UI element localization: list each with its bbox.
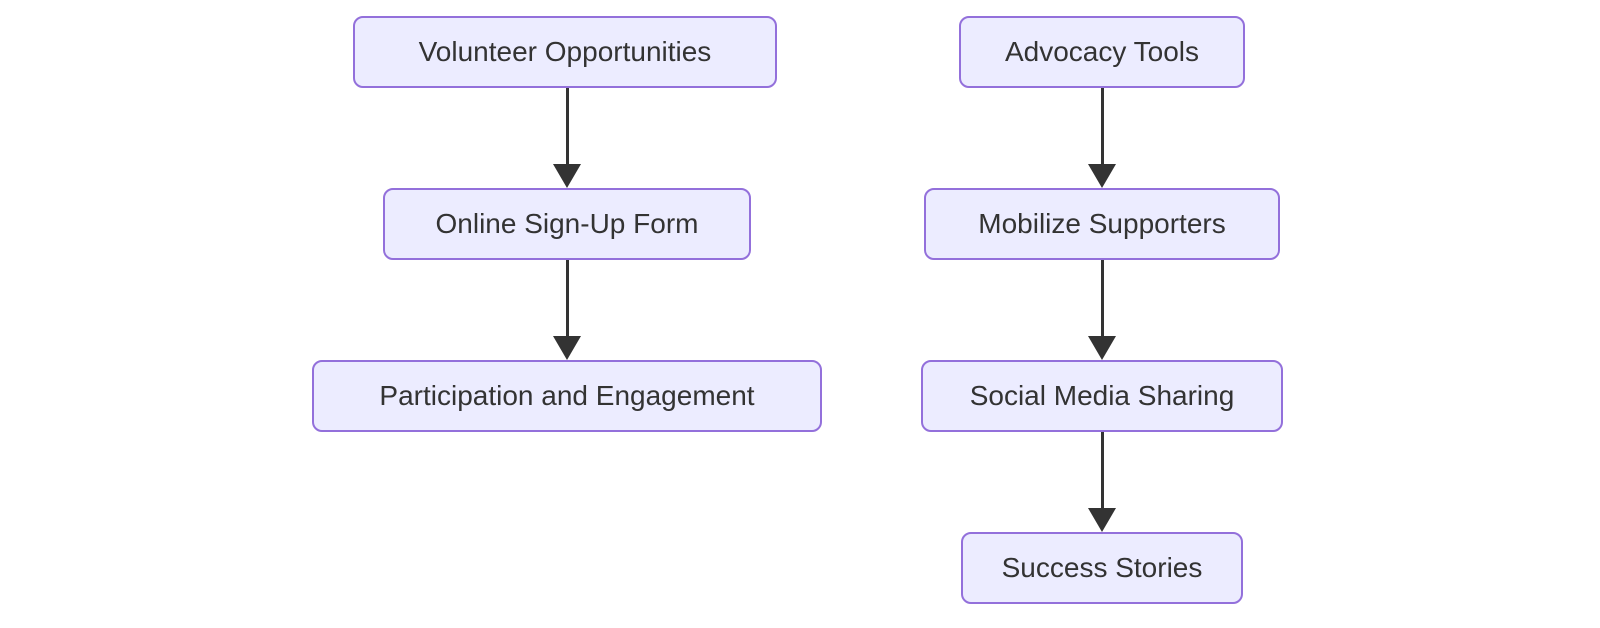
node-participation-and-engagement: Participation and Engagement [312, 360, 822, 432]
arrowhead-down-icon [1088, 508, 1116, 532]
node-mobilize-supporters: Mobilize Supporters [924, 188, 1280, 260]
arrowhead-down-icon [1088, 164, 1116, 188]
arrow-shaft [1100, 260, 1104, 336]
arrowhead-down-icon [553, 336, 581, 360]
arrow-shaft [565, 88, 569, 164]
arrow-advocacy-to-mobilize [1088, 88, 1116, 188]
arrow-signup-to-participation [553, 260, 581, 360]
node-label: Participation and Engagement [379, 380, 755, 411]
node-label: Success Stories [1001, 552, 1203, 583]
arrow-social-to-success [1088, 432, 1116, 532]
node-label: Mobilize Supporters [978, 208, 1226, 239]
node-online-sign-up-form: Online Sign-Up Form [383, 188, 751, 260]
arrow-volunteer-to-signup [553, 88, 581, 188]
node-label: Social Media Sharing [969, 380, 1235, 411]
arrow-shaft [1100, 88, 1104, 164]
node-label: Advocacy Tools [1004, 36, 1200, 67]
arrowhead-down-icon [553, 164, 581, 188]
arrow-mobilize-to-social [1088, 260, 1116, 360]
node-label: Volunteer Opportunities [418, 36, 712, 67]
node-social-media-sharing: Social Media Sharing [921, 360, 1283, 432]
node-label: Online Sign-Up Form [435, 208, 699, 239]
node-volunteer-opportunities: Volunteer Opportunities [353, 16, 777, 88]
arrow-shaft [1100, 432, 1104, 508]
arrow-shaft [565, 260, 569, 336]
node-advocacy-tools: Advocacy Tools [959, 16, 1245, 88]
arrowhead-down-icon [1088, 336, 1116, 360]
node-success-stories: Success Stories [961, 532, 1243, 604]
